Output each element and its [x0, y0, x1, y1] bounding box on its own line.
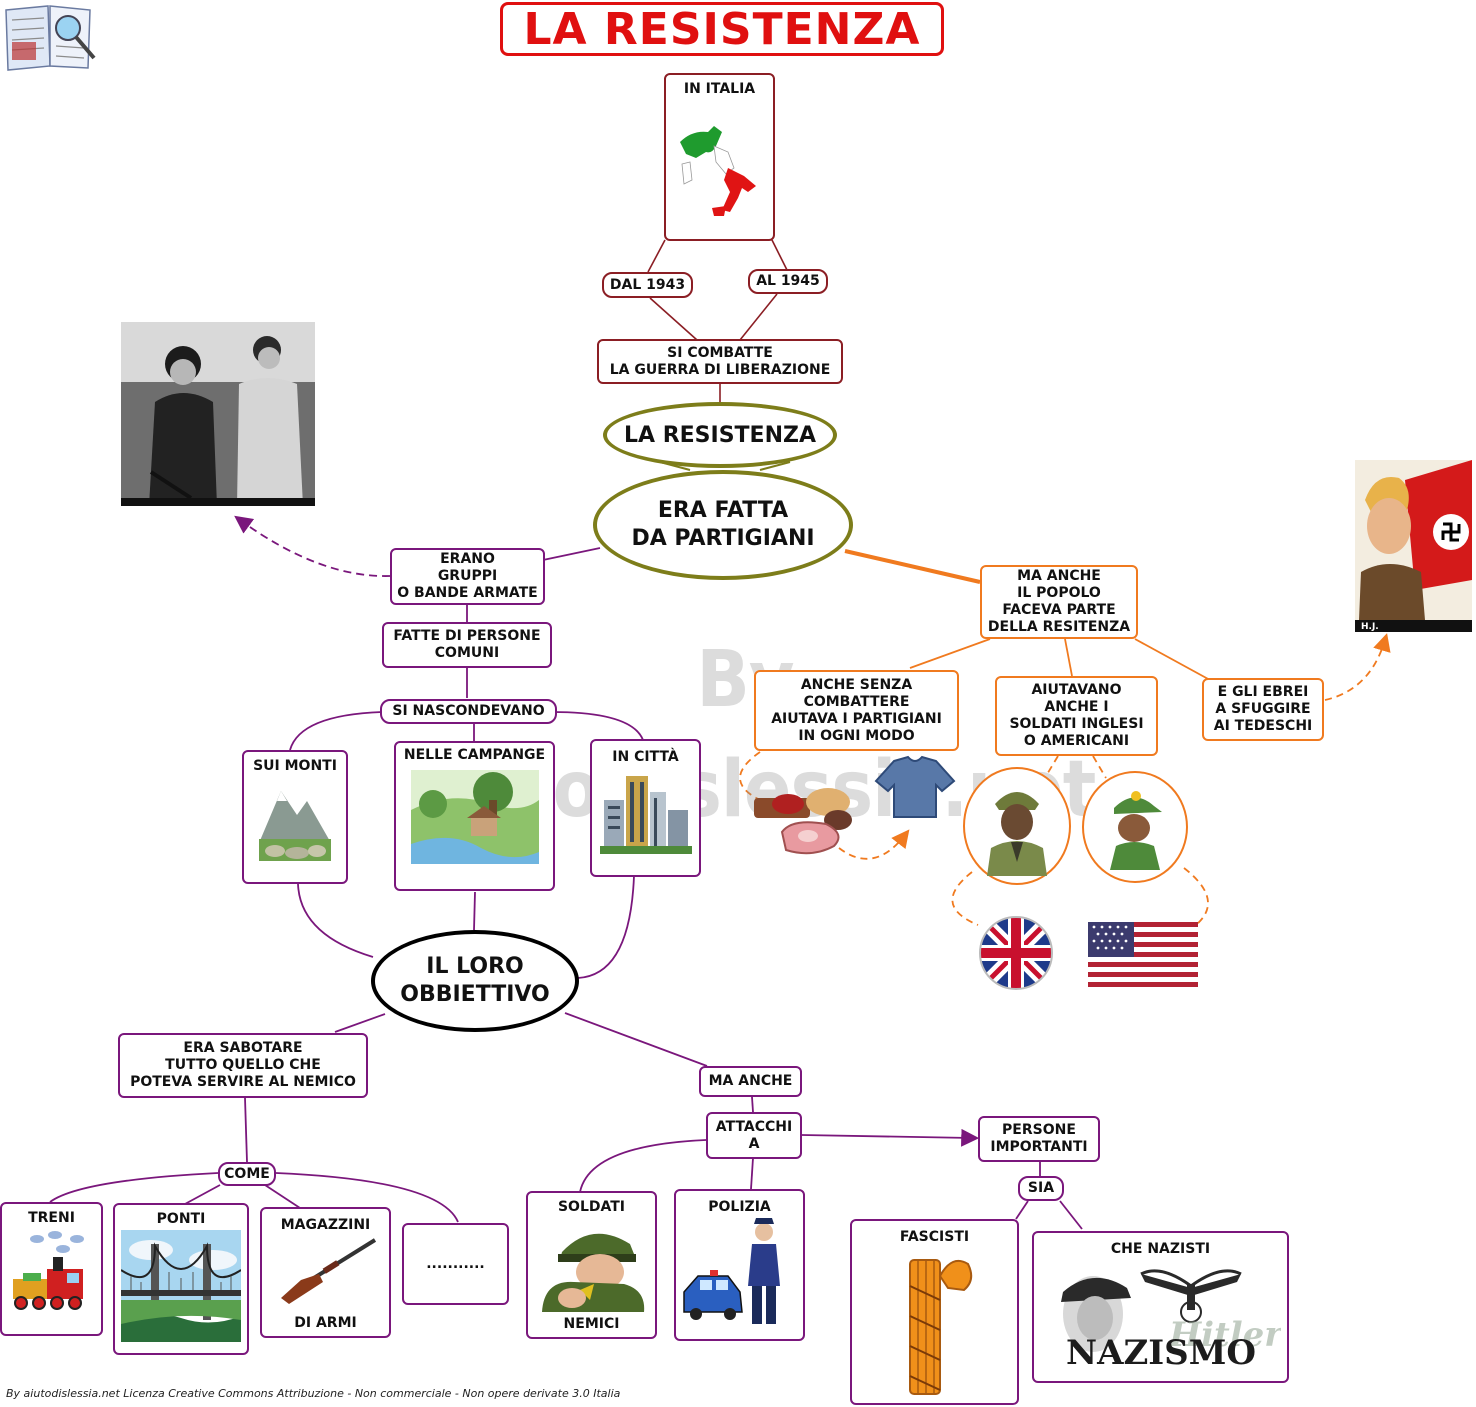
node-si-nascondevano: SI NASCONDEVANO: [380, 699, 557, 724]
node-il-loro-obbiettivo: IL LORO OBBIETTIVO: [371, 930, 579, 1032]
node-polizia-label: POLIZIA: [708, 1199, 771, 1215]
node-treni-label: TRENI: [28, 1210, 75, 1226]
node-aiutavano: AIUTAVANO ANCHE I SOLDATI INGLESI O AMER…: [995, 676, 1158, 756]
node-in-italia-label: IN ITALIA: [683, 81, 756, 97]
node-era-sabotare: ERA SABOTARE TUTTO QUELLO CHE POTEVA SER…: [118, 1033, 368, 1098]
node-sui-monti: SUI MONTI: [242, 750, 348, 884]
node-fascisti-label: FASCISTI: [899, 1229, 970, 1245]
police-icon: [682, 1218, 780, 1324]
sweater-icon: [874, 755, 956, 818]
node-nemici-label: NEMICI: [563, 1316, 620, 1332]
partisans-photo: [121, 322, 315, 506]
rifle-icon: [280, 1238, 376, 1304]
soldier-icon: [987, 792, 1047, 876]
node-fascisti: FASCISTI: [850, 1219, 1019, 1405]
node-dal-1943: DAL 1943: [602, 272, 693, 298]
nazismo-text: NAZISMO: [1066, 1333, 1256, 1373]
node-che-nazisti-label: CHE NAZISTI: [1110, 1241, 1211, 1257]
svg-text:H.J.: H.J.: [1361, 622, 1379, 632]
node-magazzini-label: MAGAZZINI: [280, 1217, 371, 1233]
node-anche-senza: ANCHE SENZA COMBATTERE AIUTAVA I PARTIGI…: [754, 670, 959, 751]
node-in-italia: IN ITALIA: [664, 73, 775, 241]
soldier-frame-2: [1082, 771, 1188, 883]
page-title: LA RESISTENZA: [500, 2, 944, 56]
node-treni: TRENI: [0, 1202, 103, 1336]
book-icon: [5, 5, 96, 71]
node-erano-gruppi: ERANO GRUPPI O BANDE ARMATE: [390, 548, 545, 605]
food-icon: [754, 788, 852, 855]
node-era-fatta: ERA FATTA DA PARTIGIANI: [593, 470, 853, 580]
node-ma-anche-popolo: MA ANCHE IL POPOLO FACEVA PARTE DELLA RE…: [980, 565, 1138, 639]
node-come: COME: [218, 1162, 276, 1186]
license-footer: By aiutodislessia.net Licenza Creative C…: [6, 1387, 621, 1400]
node-sui-monti-label: SUI MONTI: [253, 758, 337, 774]
fasces-icon: [908, 1259, 972, 1395]
node-ebrei: E GLI EBREI A SFUGGIRE AI TEDESCHI: [1202, 678, 1324, 741]
node-nelle-campagne: NELLE CAMPANGE: [394, 741, 555, 891]
node-ma-anche: MA ANCHE: [699, 1066, 802, 1097]
node-polizia: POLIZIA: [674, 1189, 805, 1341]
node-soldati: SOLDATI NEMICI: [526, 1191, 657, 1339]
node-soldati-label: SOLDATI: [557, 1199, 626, 1215]
train-icon: [12, 1231, 84, 1310]
uk-flag-icon: [979, 916, 1053, 990]
node-ponti-label: PONTI: [156, 1211, 206, 1227]
node-in-citta: IN CITTÀ: [590, 739, 701, 877]
node-ponti: PONTI: [113, 1203, 249, 1355]
node-al-1945: AL 1945: [748, 269, 828, 294]
node-che-nazisti: CHE NAZISTI Hitler NAZISMO: [1032, 1231, 1289, 1383]
node-la-resistenza: LA RESISTENZA: [603, 402, 837, 468]
node-nelle-campagne-label: NELLE CAMPANGE: [403, 747, 546, 763]
nazi-eagle-icon: Hitler NAZISMO: [1060, 1269, 1281, 1373]
node-magazzini: MAGAZZINI DI ARMI: [260, 1207, 391, 1338]
enemy-soldier-icon: [541, 1233, 644, 1312]
bridge-icon: [121, 1230, 241, 1342]
node-si-combatte: SI COMBATTE LA GUERRA DI LIBERAZIONE: [597, 339, 843, 384]
city-icon: [599, 776, 692, 854]
italy-map-icon: [679, 126, 756, 216]
node-fatte-di-persone: FATTE DI PERSONE COMUNI: [382, 622, 552, 668]
mountain-icon: [259, 791, 331, 861]
soldier-cartoon-icon: [1110, 791, 1162, 870]
node-in-citta-label: IN CITTÀ: [612, 749, 679, 765]
node-persone-importanti: PERSONE IMPORTANTI: [978, 1116, 1100, 1162]
node-di-armi-label: DI ARMI: [294, 1315, 357, 1331]
usa-flag-icon: [1088, 922, 1198, 987]
hitler-watermark: Hitler: [1168, 1315, 1281, 1355]
soldier-frame-1: [963, 767, 1071, 885]
countryside-icon: [410, 770, 539, 864]
hitler-youth-poster: H.J.: [1355, 460, 1472, 632]
node-dots: ...........: [402, 1223, 509, 1305]
node-sia: SIA: [1018, 1176, 1064, 1201]
node-attacchi: ATTACCHI A: [706, 1112, 802, 1159]
